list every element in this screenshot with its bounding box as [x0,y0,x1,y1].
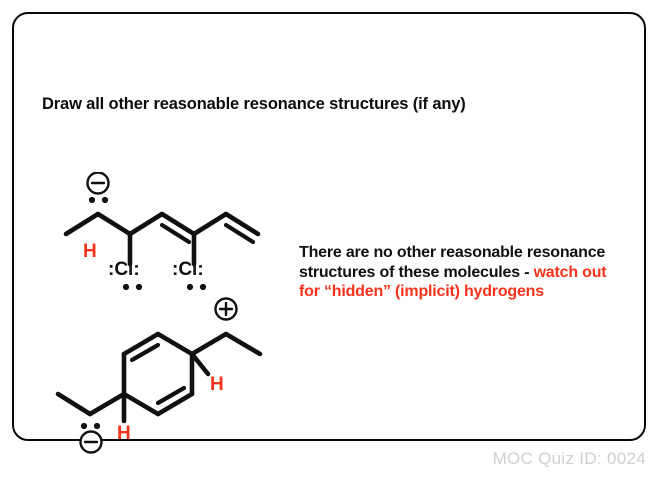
page-title: Draw all other reasonable resonance stru… [42,95,466,113]
ring-double-bottom [155,385,187,406]
top-molecule-svg [63,171,261,267]
explanation-text: There are no other reasonable resonance … [299,243,629,302]
lone-pair-carbanion-bottom [80,422,101,430]
bottom-molecule-structure: H H [32,296,282,454]
negative-charge-bottom [79,430,103,454]
chlorine-lone-pairs-right [186,283,207,291]
ring-bond-e [121,391,161,417]
hydrogen-label-top: H [83,241,97,262]
lone-pair-carbanion-top [88,196,109,204]
hydrogen-label-ring-right: H [210,374,224,395]
negative-charge-top [86,171,110,195]
bond-ethyl-ch2 [189,331,229,357]
bond-ring-ch [87,391,127,417]
ring-double-top [129,342,161,363]
bond-c2-c3 [127,211,165,237]
explanation-black: There are no other reasonable resonance … [299,244,606,281]
bottom-molecule-svg [55,297,263,430]
chlorine-label-right: :Cl: [172,259,204,280]
ring-bond-d [155,391,195,417]
bond-ch-methyl [55,391,93,417]
bond-c3-c4 [159,211,197,237]
ring-bond-a [121,331,161,357]
ring-bond-b [155,331,195,357]
chlorine-label-left: :Cl: [108,259,140,280]
top-molecule-structure: H :Cl: :Cl: [52,171,282,302]
quiz-card: Draw all other reasonable resonance stru… [12,12,646,454]
bond-ring-h-right [189,351,211,377]
bond-c5-c6 [223,211,261,237]
bond-c1-c2 [95,211,133,237]
bond-ethyl-ch3 [223,331,263,357]
bond-c3-c4-inner [159,222,192,245]
bond-c4-c5 [191,211,229,237]
quiz-id-footer: MOC Quiz ID: 0024 [492,449,646,468]
chlorine-lone-pairs-left [122,283,143,291]
bond-methyl [63,211,101,237]
hydrogen-label-ring-left: H [117,423,131,444]
positive-charge-bottom [214,297,238,321]
explanation-red: watch out for “hidden” (implicit) hydrog… [299,263,607,301]
bond-c5-c6-inner [223,222,256,245]
